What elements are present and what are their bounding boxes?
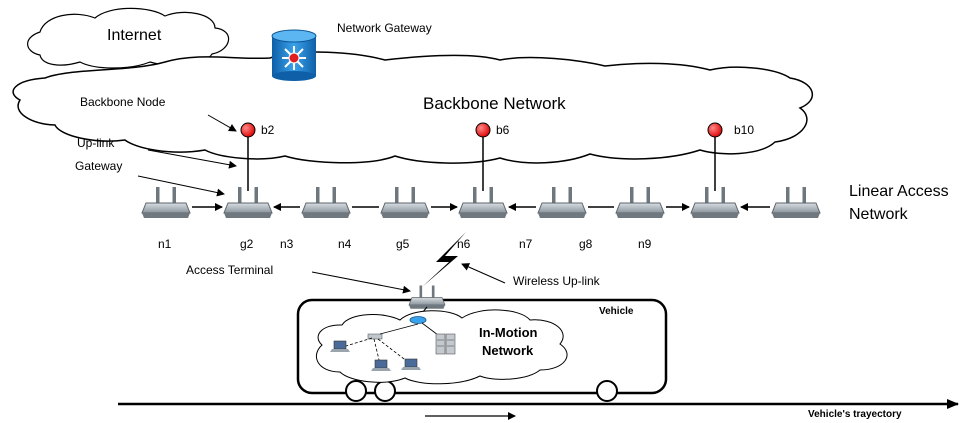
node-label-n4: n4 [338,237,352,251]
vehicle-label: Vehicle [599,306,634,317]
backbone-node-label-b10: b10 [734,123,755,137]
network-gateway-icon [271,29,317,81]
wireless-uplink-label: Wireless Up-link [513,274,600,288]
node-label-n1: n1 [158,237,172,251]
backbone-node-label-b2: b2 [261,123,275,137]
internet-cloud [27,7,230,69]
router-icon [458,186,508,219]
node-label-g8: g8 [579,237,593,251]
backbone-node-b6 [475,122,491,138]
node-label-n6: n6 [457,237,471,251]
router-icon [223,186,273,219]
laptop-icon [401,358,421,370]
in-motion-router-icon [409,316,427,324]
router-icon [771,186,821,219]
wireless-link-icon [422,232,466,287]
uplink-label: Up-link [77,136,115,150]
server-icon [435,333,456,355]
network-gateway-label: Network Gateway [337,21,432,35]
linear-access-label-line2: Network [849,206,908,223]
router-icon [380,186,430,219]
linear-access-label-line1: Linear Access [849,183,949,200]
node-label-g5: g5 [396,237,410,251]
router-icon [141,186,191,219]
backbone-node-b10 [707,122,723,138]
backbone-node-label: Backbone Node [80,95,166,109]
vehicle-wheel [345,380,367,402]
node-label-n7: n7 [519,237,533,251]
internet-label: Internet [107,27,162,44]
in-motion-switch-icon [367,333,383,340]
laptop-icon [371,359,391,371]
vehicle-wheel [596,380,618,402]
node-label-n3: n3 [280,237,294,251]
trajectory-label: Vehicle's trayectory [808,409,902,420]
access-terminal-icon [408,285,446,310]
in-motion-label-line2: Network [482,343,534,358]
backbone-node-b2 [240,122,256,138]
node-label-g2: g2 [240,237,254,251]
router-icon [301,186,351,219]
node-label-n9: n9 [638,237,652,251]
router-icon [690,186,740,219]
gateway-label: Gateway [75,159,123,173]
backbone-node-label-b6: b6 [496,123,510,137]
router-icon [615,186,665,219]
laptop-icon [330,340,350,352]
in-motion-label-line1: In-Motion [479,325,538,340]
router-icon [537,186,587,219]
backbone-network-label: Backbone Network [423,94,566,113]
access-terminal-label: Access Terminal [186,263,274,277]
vehicle-wheel [374,380,396,402]
